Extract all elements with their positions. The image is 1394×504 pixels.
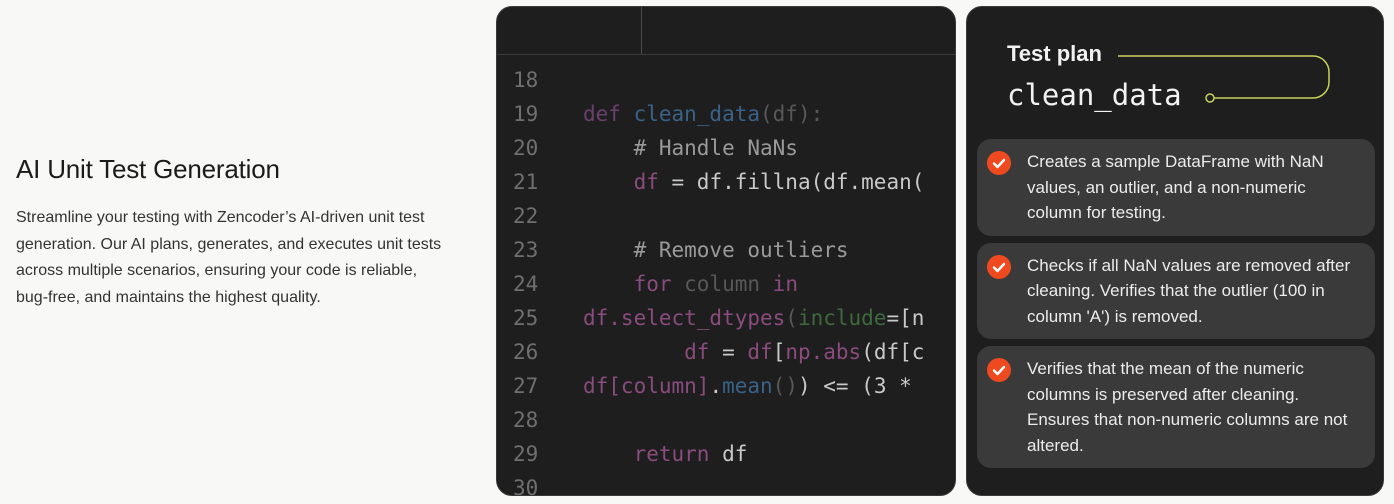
line-number: 20 <box>513 136 539 160</box>
code-token: df <box>709 442 748 466</box>
code-line: 28 <box>497 403 955 437</box>
test-plan-function-name: clean_data <box>1007 78 1182 112</box>
code-token: return <box>633 442 710 466</box>
code-token: () <box>772 374 798 398</box>
code-line: 18 <box>497 63 955 97</box>
line-number: 27 <box>513 374 539 398</box>
code-token <box>583 442 634 466</box>
line-number: 28 <box>513 408 539 432</box>
line-number: 18 <box>513 68 539 92</box>
line-number: 23 <box>513 238 539 262</box>
code-token: ( <box>785 306 798 330</box>
code-text: return df <box>583 437 748 471</box>
check-icon <box>987 358 1011 382</box>
line-number: 22 <box>513 204 539 228</box>
check-icon <box>987 151 1011 175</box>
section-description: Streamline your testing with Zencoder’s … <box>16 209 442 306</box>
editor-tab-bar <box>497 7 955 55</box>
code-token <box>583 170 634 194</box>
code-token: df[column] <box>583 374 710 398</box>
code-token: for <box>633 272 672 296</box>
section-title: AI Unit Test Generation <box>16 154 280 184</box>
code-text: df.select_dtypes(include=[n <box>583 301 924 335</box>
test-plan-label: Test plan <box>1007 41 1102 66</box>
test-plan-item: Checks if all NaN values are removed aft… <box>977 242 1375 339</box>
code-token: df.select_dtypes <box>583 306 786 330</box>
line-number: 30 <box>513 476 539 496</box>
test-plan-item-text: Verifies that the mean of the numeric co… <box>1027 359 1348 455</box>
code-token: =[n <box>886 306 925 330</box>
code-text: # Handle NaNs <box>583 131 798 165</box>
code-token: df <box>747 340 773 364</box>
code-text: for column in <box>583 267 798 301</box>
test-plan-items: Creates a sample DataFrame with NaN valu… <box>977 139 1375 475</box>
test-plan-item: Verifies that the mean of the numeric co… <box>977 346 1375 468</box>
code-text: df = df[np.abs(df[c <box>583 335 924 369</box>
code-line: 21 df = df.fillna(df.mean( <box>497 165 955 199</box>
code-token <box>583 272 634 296</box>
code-text: def clean_data(df): <box>583 97 823 131</box>
code-line: 22 <box>497 199 955 233</box>
code-line: 25 df.select_dtypes(include=[n <box>497 301 955 335</box>
code-token: in <box>772 272 798 296</box>
code-token: ) <= (3 * <box>797 374 912 398</box>
code-token: [ <box>772 340 786 364</box>
code-line: 26 df = df[np.abs(df[c <box>497 335 955 369</box>
line-number: 24 <box>513 272 539 296</box>
code-token: (df): <box>760 102 824 126</box>
code-token: df <box>684 340 710 364</box>
code-line: 27 df[column].mean()) <= (3 * <box>497 369 955 403</box>
line-number: 25 <box>513 306 539 330</box>
code-token: def <box>583 102 634 126</box>
code-token: # Remove outliers <box>583 238 849 262</box>
code-token: = <box>709 340 748 364</box>
check-icon <box>987 254 1011 279</box>
code-text: # Remove outliers <box>583 233 849 267</box>
line-number: 26 <box>513 340 539 364</box>
code-line: 19 def clean_data(df): <box>497 97 955 131</box>
intro-section: AI Unit Test Generation Streamline your … <box>16 154 446 311</box>
test-plan-item-text: Creates a sample DataFrame with NaN valu… <box>1027 152 1324 222</box>
code-token: clean_data <box>633 102 761 126</box>
code-token: column <box>671 272 773 296</box>
code-token: include <box>797 306 887 330</box>
code-token: = df.fillna(df.mean( <box>658 170 925 194</box>
code-line: 23 # Remove outliers <box>497 233 955 267</box>
test-plan-item: Creates a sample DataFrame with NaN valu… <box>977 139 1375 236</box>
test-plan-panel: Test plan clean_data Creates a sample Da… <box>966 6 1384 496</box>
code-token: # Handle NaNs <box>583 136 798 160</box>
code-token <box>583 340 684 364</box>
code-text: df[column].mean()) <= (3 * <box>583 369 912 403</box>
test-plan-item-text: Checks if all NaN values are removed aft… <box>1027 255 1351 326</box>
code-line: 20 # Handle NaNs <box>497 131 955 165</box>
code-token: (df[c <box>861 340 925 364</box>
line-number: 21 <box>513 170 539 194</box>
code-token: mean <box>722 374 773 398</box>
code-line: 30 <box>497 471 955 496</box>
code-text: df = df.fillna(df.mean( <box>583 165 925 199</box>
code-token: . <box>709 374 723 398</box>
line-number: 19 <box>513 102 539 126</box>
code-token: np.abs <box>785 340 862 364</box>
code-token: df <box>633 170 659 194</box>
line-number: 29 <box>513 442 539 466</box>
tab-divider <box>641 7 642 54</box>
code-line: 29 return df <box>497 437 955 471</box>
connector-line-icon <box>1118 55 1330 103</box>
code-line: 24 for column in <box>497 267 955 301</box>
